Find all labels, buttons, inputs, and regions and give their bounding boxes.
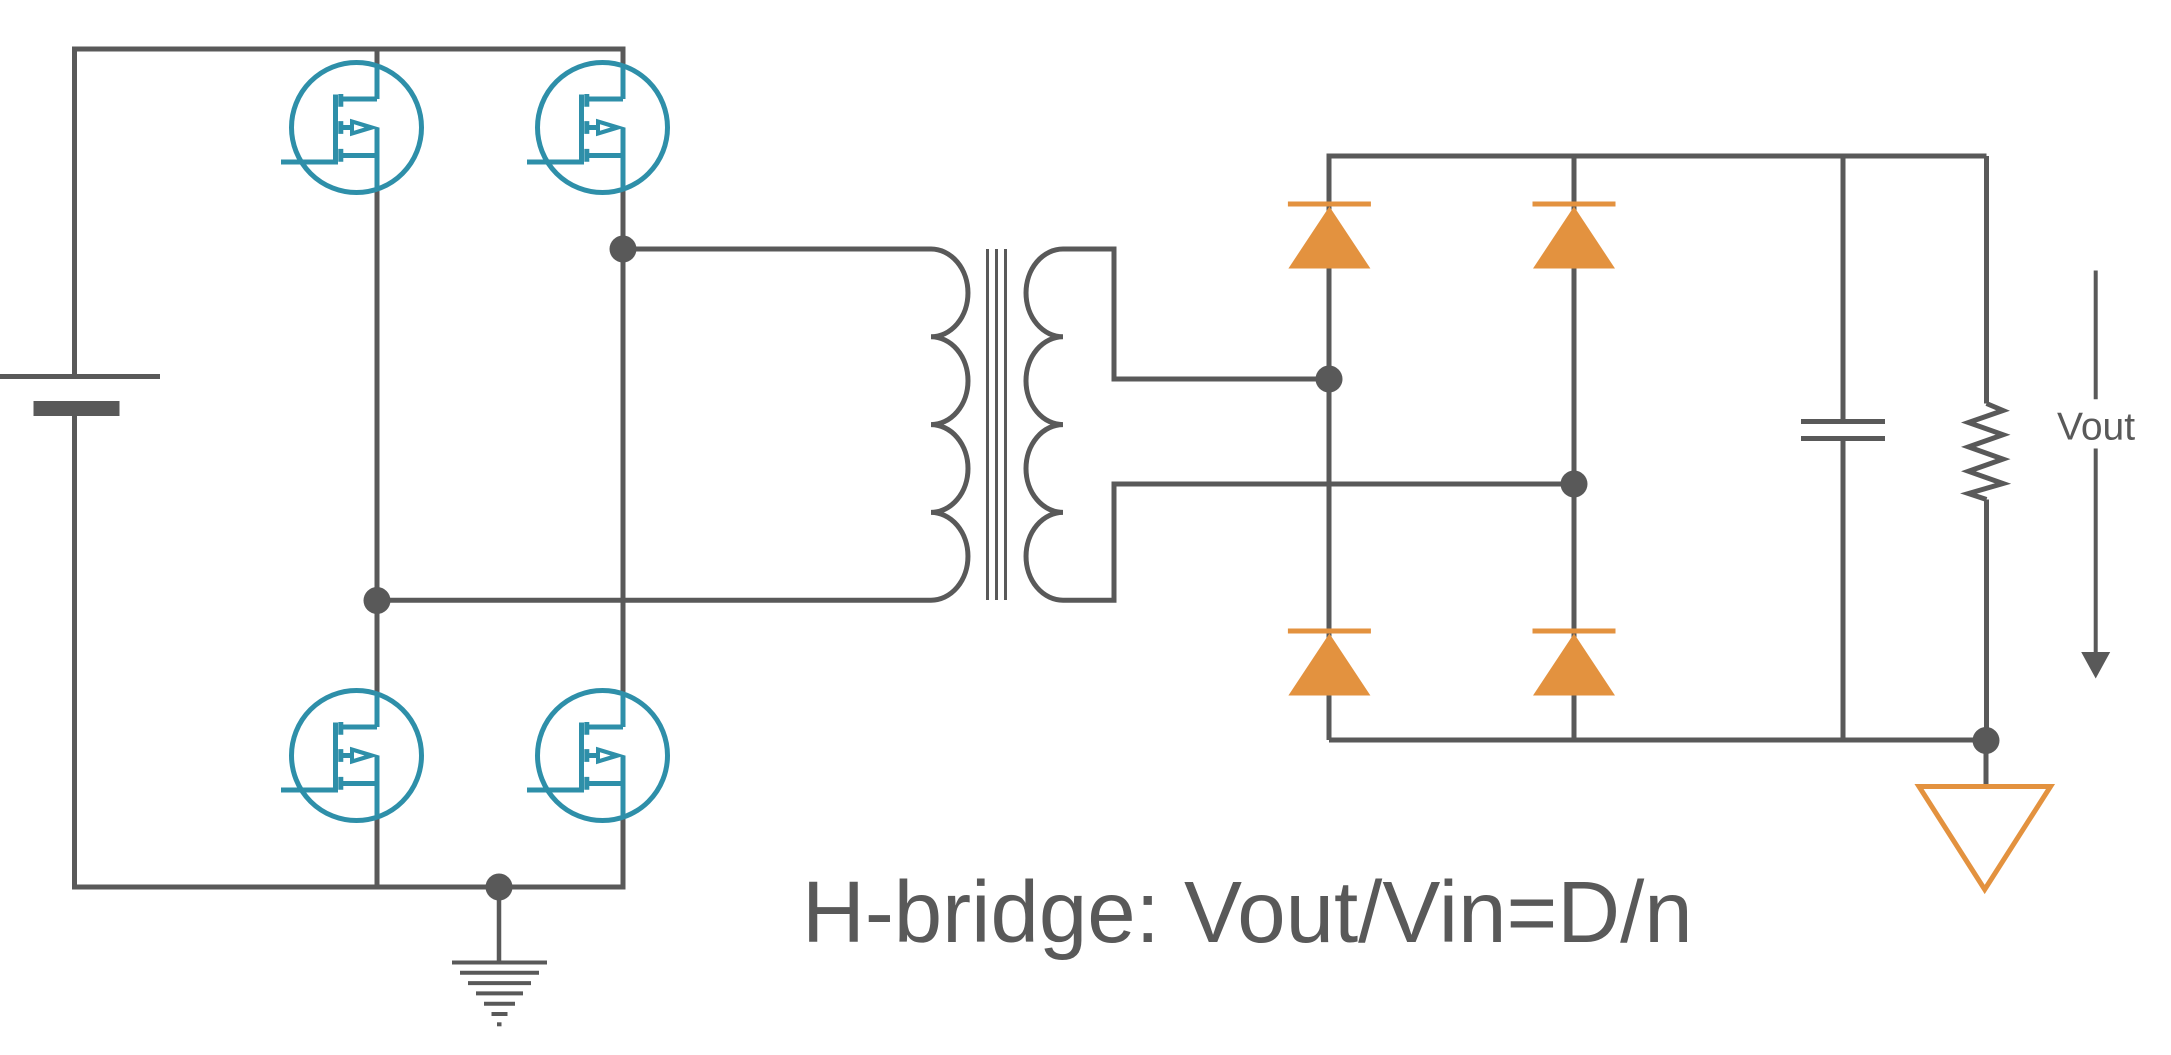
svg-text:H-bridge: Vout/Vin=D/n: H-bridge: Vout/Vin=D/n (802, 864, 1693, 961)
svg-text:Vout: Vout (2057, 406, 2135, 449)
